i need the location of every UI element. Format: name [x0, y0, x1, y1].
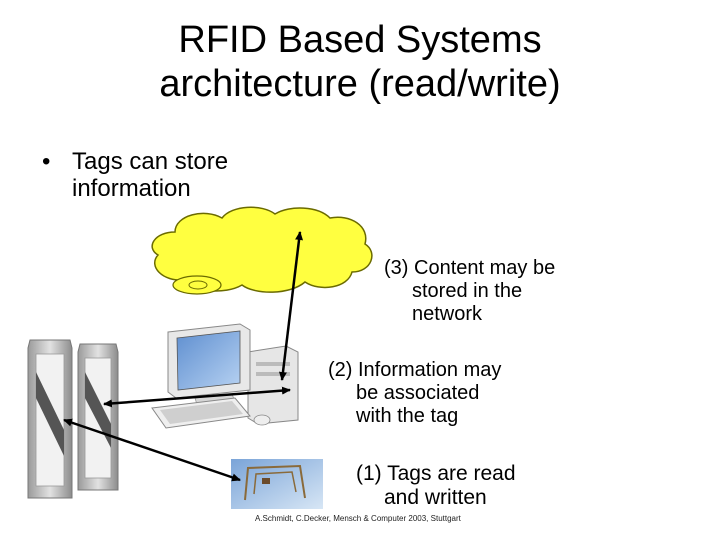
slide-title: RFID Based Systems architecture (read/wr… — [0, 18, 720, 106]
label-read-line-1: (1) Tags are read — [356, 462, 516, 485]
label-network-line-2: stored in the — [412, 280, 523, 302]
title-line-1: RFID Based Systems — [178, 19, 542, 61]
label-associated-line-3: with the tag — [356, 405, 459, 427]
label-information-associated: (2) Information may be associated with t… — [328, 359, 501, 428]
title-line-2: architecture (read/write) — [159, 63, 561, 105]
label-network-line-1: (3) Content may be — [384, 257, 556, 279]
rfid-gate-icon — [27, 339, 119, 499]
label-read-line-2: and written — [384, 486, 487, 509]
footer-citation: A.Schmidt, C.Decker, Mensch & Computer 2… — [255, 514, 461, 523]
arrow-network-to-computer — [278, 231, 304, 381]
network-cloud-icon — [151, 206, 373, 295]
label-tags-read-written: (1) Tags are read and written — [356, 462, 516, 510]
rfid-tag-icon — [231, 459, 323, 509]
label-network-storage: (3) Content may be stored in the network — [384, 257, 555, 326]
arrow-computer-to-gate — [103, 386, 291, 408]
bullet-dot: • — [42, 148, 51, 175]
label-associated-line-2: be associated — [356, 382, 480, 404]
label-network-line-3: network — [412, 303, 483, 325]
bullet-text: Tags can store information — [72, 148, 229, 202]
computer-icon — [151, 323, 299, 429]
arrow-tag-to-gate — [63, 418, 241, 482]
label-associated-line-1: (2) Information may — [328, 359, 502, 381]
